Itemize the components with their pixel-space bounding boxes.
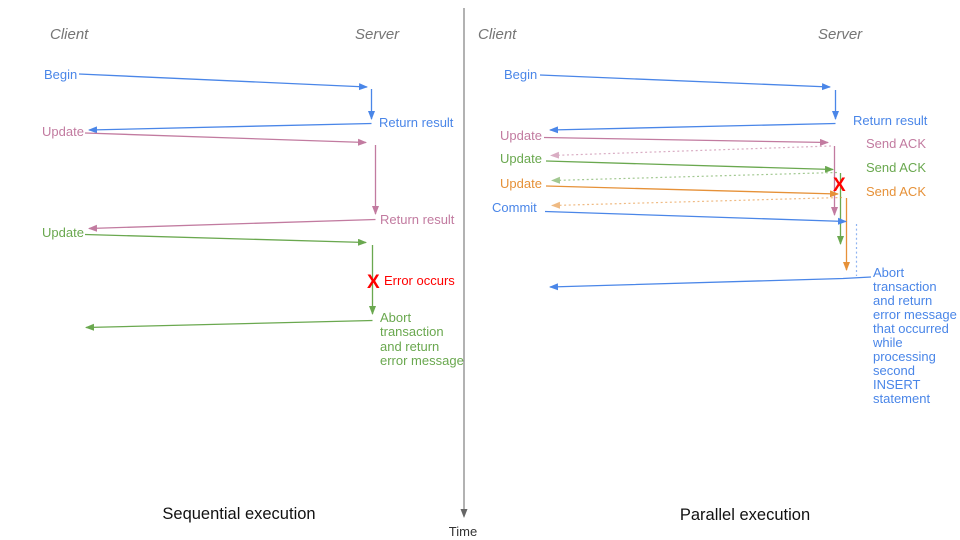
right-ack1-dashed-line	[550, 145, 832, 159]
left-error-label: Error occurs	[384, 273, 455, 288]
right-abort-line-5: that occurred	[873, 321, 949, 336]
right-ack3-dashed-line	[551, 196, 843, 209]
right-abort-line-3: and return	[873, 293, 932, 308]
right-error-x-mark: X	[833, 175, 846, 196]
parallel-diagram: Client Server Begin Return result Update…	[478, 26, 957, 524]
left-update1-request-line	[84, 132, 367, 146]
right-update1-request-line	[543, 136, 829, 146]
right-abort-return-line	[549, 276, 872, 291]
right-abort-line-1: Abort	[873, 265, 904, 280]
right-client-header: Client	[478, 26, 517, 43]
right-ack3-label: Send ACK	[866, 184, 926, 199]
left-update2-request-line	[84, 233, 367, 246]
right-update1-label: Update	[500, 128, 542, 143]
left-abort-line-2: transaction	[380, 324, 444, 339]
right-abort-line-7: processing	[873, 349, 936, 364]
right-abort-text-block: Abort transaction and return error messa…	[872, 265, 957, 406]
left-abort-line-1: Abort	[380, 310, 411, 325]
left-error-x-mark: X	[367, 272, 380, 293]
left-update2-label: Update	[42, 225, 84, 240]
right-commit-request-line	[544, 210, 847, 225]
time-axis: Time	[449, 8, 477, 539]
right-commit-label: Commit	[492, 200, 537, 215]
left-begin-return-line	[88, 122, 372, 134]
right-begin-return-label: Return result	[853, 113, 928, 128]
right-begin-label: Begin	[504, 67, 537, 82]
right-ack1-label: Send ACK	[866, 136, 926, 151]
left-update1-return-label: Return result	[380, 212, 455, 227]
left-server-header: Server	[355, 26, 400, 43]
right-begin-return-line	[549, 122, 836, 134]
right-abort-line-4: error message	[873, 307, 957, 322]
left-client-header: Client	[50, 26, 89, 43]
left-begin-request-line	[78, 73, 368, 91]
right-update3-label: Update	[500, 176, 542, 191]
right-ack2-dashed-line	[551, 171, 838, 184]
right-abort-line-10: statement	[873, 391, 930, 406]
left-begin-label: Begin	[44, 67, 77, 82]
left-abort-line-4: error message	[380, 353, 464, 368]
left-abort-text-block: Abort transaction and return error messa…	[380, 310, 464, 368]
left-diagram-title: Sequential execution	[162, 505, 315, 523]
right-abort-line-2: transaction	[873, 279, 937, 294]
right-update2-label: Update	[500, 151, 542, 166]
right-abort-line-6: while	[872, 335, 903, 350]
right-ack2-label: Send ACK	[866, 160, 926, 175]
left-abort-line-3: and return	[380, 339, 439, 354]
right-begin-request-line	[539, 74, 831, 91]
right-update2-request-line	[545, 160, 834, 173]
right-diagram-title: Parallel execution	[680, 506, 810, 524]
left-update1-return-line	[88, 218, 376, 232]
left-begin-return-label: Return result	[379, 115, 454, 130]
left-update1-label: Update	[42, 124, 84, 139]
right-server-header: Server	[818, 26, 863, 43]
right-update3-request-line	[545, 185, 839, 198]
sequential-diagram: Client Server Begin Return result Update…	[42, 26, 464, 523]
right-abort-line-9: INSERT	[873, 377, 920, 392]
right-abort-line-8: second	[873, 363, 915, 378]
time-axis-label: Time	[449, 524, 477, 539]
left-abort-return-line	[85, 319, 373, 331]
